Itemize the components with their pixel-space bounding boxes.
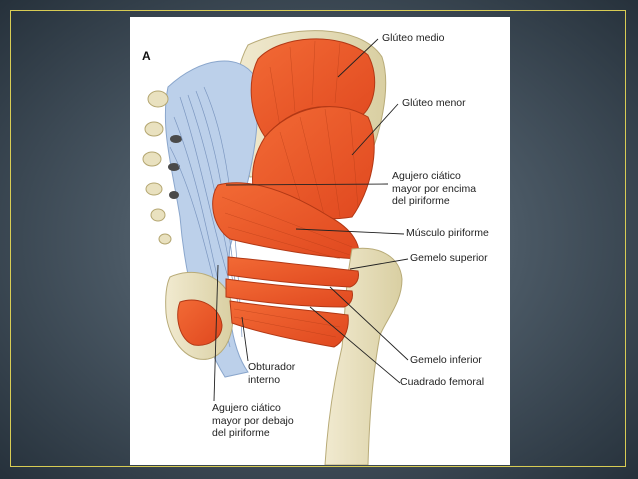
sacral-foramina: [168, 135, 182, 199]
label-gluteo-medio: Glúteo medio: [382, 32, 445, 44]
label-agujero-debajo: Agujero ciático mayor por debajo del pir…: [212, 402, 294, 439]
leader-lines: [213, 38, 409, 402]
anatomy-illustration: [142, 30, 409, 465]
label-cuadrado-femoral: Cuadrado femoral: [400, 376, 485, 388]
obturator-internus-muscle: [177, 299, 223, 346]
label-agujero-encima: Agujero ciático mayor por encima del pir…: [392, 170, 477, 207]
label-obturador-interno: Obturador interno: [248, 361, 296, 386]
label-gemelo-superior: Gemelo superior: [410, 252, 488, 264]
label-gluteo-menor: Glúteo menor: [402, 97, 466, 109]
sacrum-vertebrae: [142, 90, 172, 245]
anatomy-figure: A Glúteo medio Glúteo menor Agujero ciát…: [130, 17, 510, 465]
gemellus-superior-muscle: [227, 256, 359, 288]
slide-frame: [10, 10, 626, 467]
quadratus-femoris-muscle: [229, 300, 349, 348]
panel-letter: A: [142, 49, 151, 63]
label-musculo-piriforme: Músculo piriforme: [406, 227, 489, 239]
gemellus-inferior-muscle: [225, 278, 353, 308]
label-gemelo-inferior: Gemelo inferior: [410, 354, 482, 366]
